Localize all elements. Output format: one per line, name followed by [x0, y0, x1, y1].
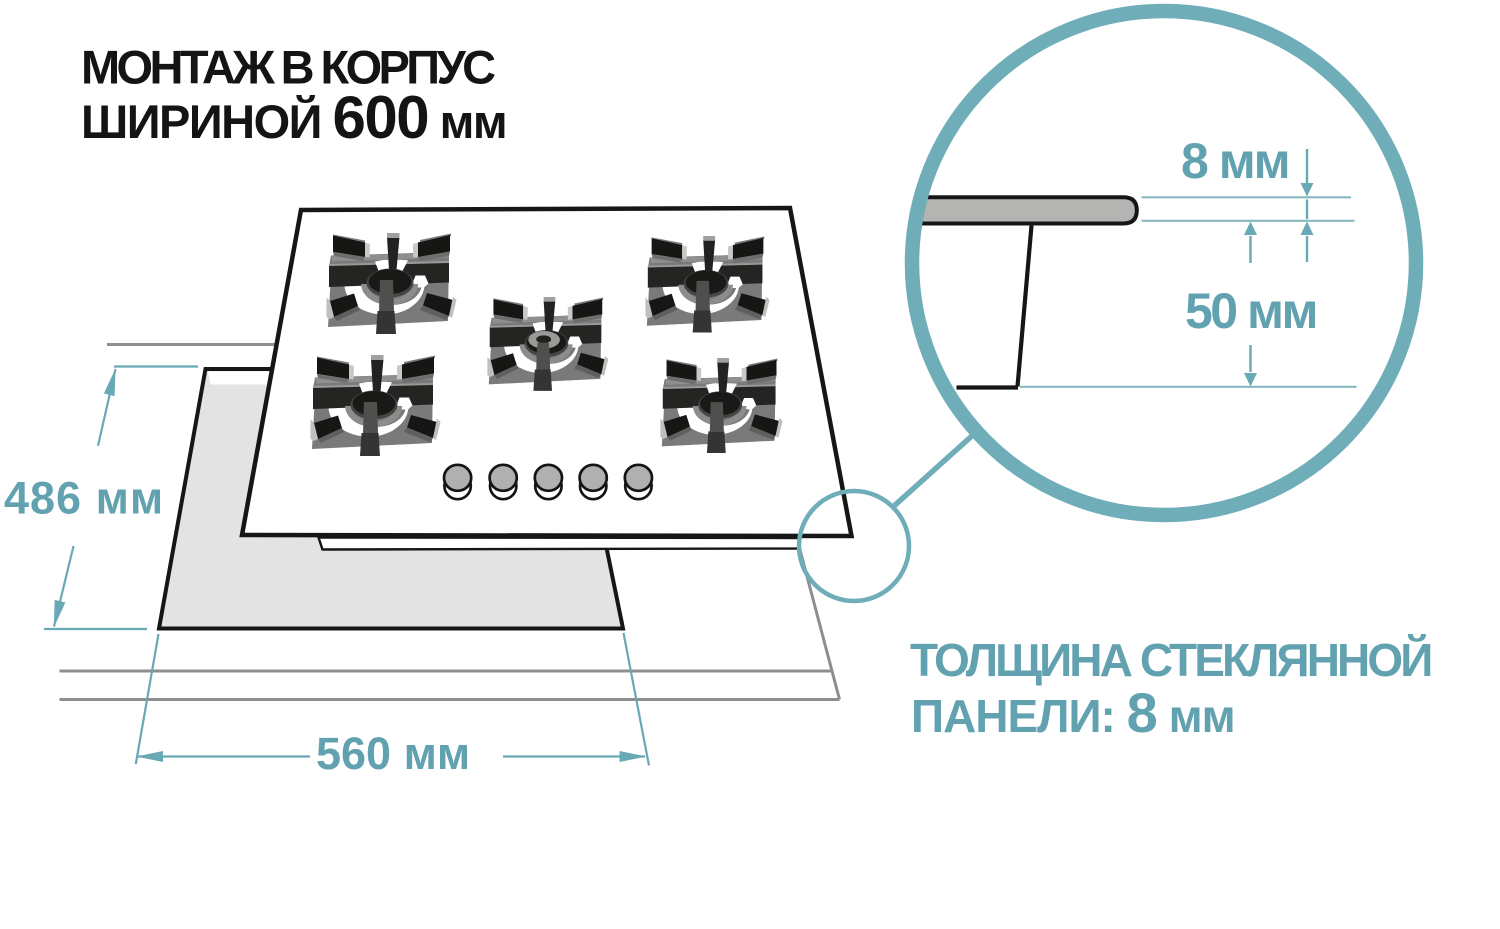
- svg-text:ПАНЕЛИ: 8 мм: ПАНЕЛИ: 8 мм: [911, 681, 1235, 744]
- svg-text:560 мм: 560 мм: [316, 728, 470, 779]
- svg-text:8 мм: 8 мм: [1181, 133, 1289, 189]
- svg-text:50 мм: 50 мм: [1185, 283, 1316, 339]
- svg-text:ТОЛЩИНА СТЕКЛЯННОЙ: ТОЛЩИНА СТЕКЛЯННОЙ: [910, 634, 1430, 686]
- svg-text:ШИРИНОЙ 600 мм: ШИРИНОЙ 600 мм: [81, 84, 506, 151]
- svg-text:486 мм: 486 мм: [4, 473, 164, 524]
- svg-text:МОНТАЖ В КОРПУС: МОНТАЖ В КОРПУС: [81, 41, 495, 94]
